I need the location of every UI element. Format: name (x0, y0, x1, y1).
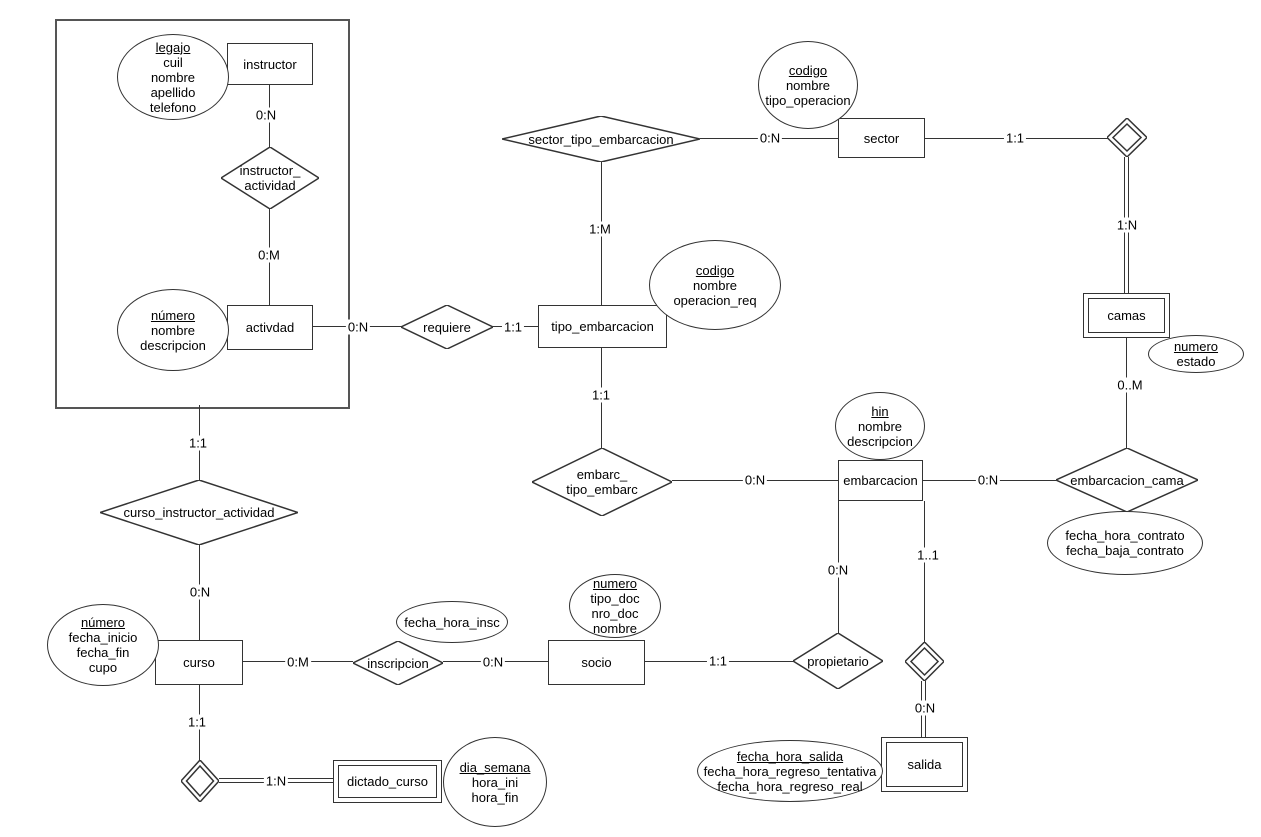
attributes-salida: fecha_hora_salida fecha_hora_regreso_ten… (697, 740, 883, 802)
aggregation-box (55, 19, 350, 409)
entity-instructor: instructor (227, 43, 313, 85)
weak-entity-dictado-curso: dictado_curso (333, 760, 442, 803)
cardinality-label: 1:N (1114, 217, 1140, 233)
cardinality-label: 0..M (1115, 377, 1145, 393)
cardinality-label: 0:M (285, 654, 311, 670)
double-diamond-shape-icon (1107, 118, 1147, 157)
cardinality-label: 1:1 (185, 714, 209, 730)
identifying-relationship-dictado-curso (181, 760, 219, 802)
attributes-sector: codigo nombre tipo_operacion (758, 41, 858, 129)
cardinality-label: 1:1 (1003, 130, 1027, 146)
entity-tipo-embarcacion: tipo_embarcacion (538, 305, 667, 348)
attributes-inscripcion: fecha_hora_insc (396, 601, 508, 643)
diamond-shape-icon (353, 641, 443, 685)
attributes-camas: numero estado (1148, 335, 1244, 373)
entity-actividad: activdad (227, 305, 313, 350)
cardinality-label: 1:N (263, 773, 289, 789)
cardinality-label: 0:N (742, 472, 768, 488)
diamond-shape-icon (100, 480, 298, 545)
diamond-shape-icon (221, 147, 319, 209)
cardinality-label: 1:1 (501, 319, 525, 335)
connector-embarcacion-salida-identifying (924, 501, 925, 642)
cardinality-label: 0:M (256, 247, 282, 263)
connector-camas-embarcacion-cama (1126, 338, 1127, 448)
relationship-curso-instructor-actividad: curso_instructor_actividad (100, 480, 298, 545)
diamond-shape-icon (1056, 448, 1198, 512)
cardinality-label: 0:N (975, 472, 1001, 488)
relationship-requiere: requiere (401, 305, 493, 349)
relationship-inscripcion: inscripcion (353, 641, 443, 685)
attributes-tipo-embarcacion: codigo nombre operacion_req (649, 240, 781, 330)
entity-sector: sector (838, 118, 925, 158)
identifying-relationship-camas (1107, 118, 1147, 157)
weak-entity-salida: salida (881, 737, 968, 792)
attributes-curso: número fecha_inicio fecha_fin cupo (47, 604, 159, 686)
diamond-shape-icon (401, 305, 493, 349)
cardinality-label: 0:N (253, 107, 279, 123)
cardinality-label: 1:M (587, 221, 613, 237)
cardinality-label: 0:N (825, 562, 851, 578)
attributes-socio: numero tipo_doc nro_doc nombre (569, 574, 661, 638)
relationship-propietario: propietario (793, 633, 883, 689)
diamond-shape-icon (532, 448, 672, 516)
relationship-instructor-actividad: instructor_actividad (221, 147, 319, 209)
attributes-embarcacion: hin nombre descripcion (835, 392, 925, 460)
entity-socio: socio (548, 640, 645, 685)
identifying-relationship-salida (905, 642, 944, 681)
entity-embarcacion: embarcacion (838, 460, 923, 501)
cardinality-label: 1..1 (915, 547, 941, 563)
relationship-embarc-tipo-embarc: embarc_tipo_embarc (532, 448, 672, 516)
cardinality-label: 0:N (912, 700, 938, 716)
attributes-embarcacion-cama: fecha_hora_contrato fecha_baja_contrato (1047, 511, 1203, 575)
attributes-instructor: legajo cuil nombre apellido telefono (117, 34, 229, 120)
attributes-dictado-curso: dia_semana hora_ini hora_fin (443, 737, 547, 827)
double-diamond-shape-icon (181, 760, 219, 802)
attributes-actividad: número nombre descripcion (117, 289, 229, 371)
diamond-shape-icon (793, 633, 883, 689)
cardinality-label: 0:N (757, 130, 783, 146)
entity-curso: curso (155, 640, 243, 685)
cardinality-label: 1:1 (589, 387, 613, 403)
cardinality-label: 0:N (480, 654, 506, 670)
cardinality-label: 1:1 (706, 653, 730, 669)
cardinality-label: 0:N (187, 584, 213, 600)
relationship-sector-tipo-embarcacion: sector_tipo_embarcacion (502, 116, 700, 162)
diamond-shape-icon (502, 116, 700, 162)
double-diamond-shape-icon (905, 642, 944, 681)
relationship-embarcacion-cama: embarcacion_cama (1056, 448, 1198, 512)
cardinality-label: 1:1 (186, 435, 210, 451)
weak-entity-camas: camas (1083, 293, 1170, 338)
cardinality-label: 0:N (345, 319, 371, 335)
